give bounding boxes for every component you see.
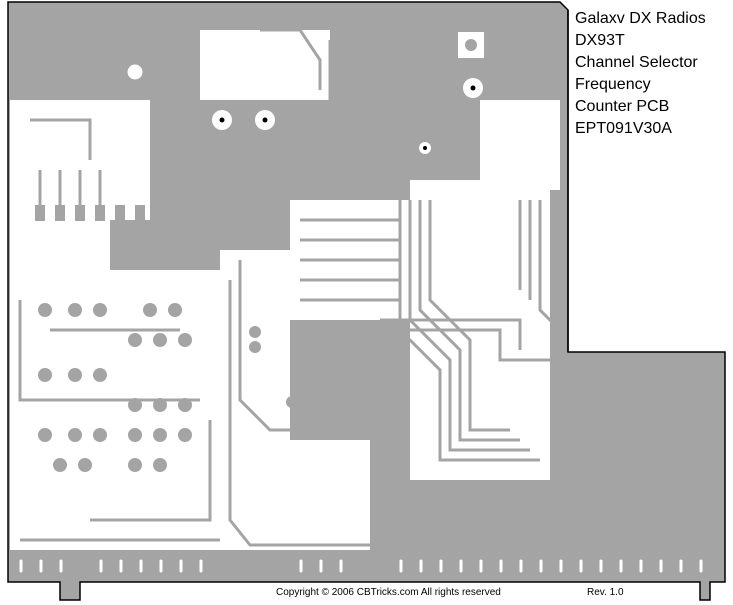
revision-text: Rev. 1.0 xyxy=(587,587,624,598)
mounting-holes xyxy=(124,32,484,154)
traces xyxy=(18,28,702,560)
edge-connector xyxy=(16,556,706,576)
title-line-6: EPT091V30A xyxy=(575,120,672,137)
title-line-4: Frequency xyxy=(575,76,651,93)
title-line-3: Channel Selector xyxy=(575,54,698,71)
pads xyxy=(35,205,401,472)
title-block: Galaxv DX Radios DX93T Channel Selector … xyxy=(575,8,706,140)
copyright-text: Copyright © 2006 CBTricks.com All rights… xyxy=(276,587,501,598)
title-block-area xyxy=(569,2,729,347)
title-line-2: DX93T xyxy=(575,32,625,49)
title-line-1: Galaxv DX Radios xyxy=(575,10,706,27)
title-line-5: Counter PCB xyxy=(575,98,670,115)
